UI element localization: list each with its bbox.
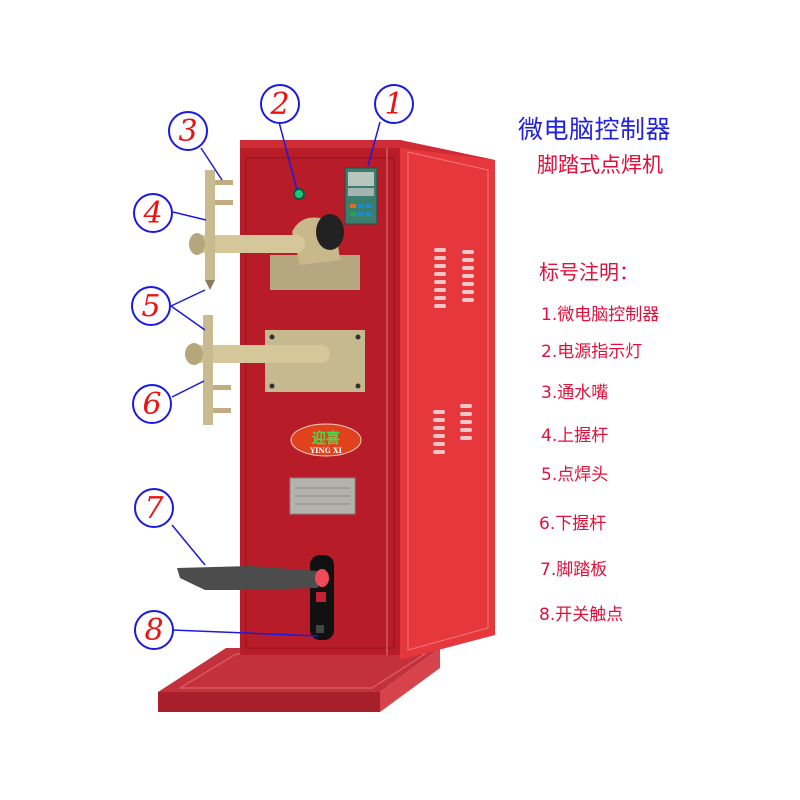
callout-1: 1	[374, 84, 414, 124]
legend-item-1: 1.微电脑控制器	[541, 305, 660, 325]
upper-arm	[195, 235, 305, 253]
lower-arm	[190, 345, 330, 363]
logo-cn-text: 迎喜	[312, 431, 340, 447]
callout-3: 3	[168, 111, 208, 151]
side-vents	[433, 248, 474, 454]
power-indicator-light	[293, 188, 305, 200]
callout-4: 4	[133, 193, 173, 233]
callout-5: 5	[131, 286, 171, 326]
microcomputer-controller	[344, 167, 378, 225]
title-controller: 微电脑控制器	[518, 115, 672, 144]
legend-title: 标号注明：	[539, 260, 639, 284]
callout-7: 7	[134, 488, 174, 528]
legend-item-5: 5.点焊头	[541, 465, 609, 485]
legend-item-2: 2.电源指示灯	[541, 342, 643, 362]
foot-pedal	[177, 566, 318, 590]
callout-leader-lines	[170, 121, 381, 637]
callout-2: 2	[260, 84, 300, 124]
legend-item-3: 3.通水嘴	[541, 383, 609, 403]
logo-en-text: YING XI	[310, 446, 342, 455]
callout-6: 6	[132, 384, 172, 424]
legend-item-6: 6.下握杆	[539, 514, 607, 534]
side-panel	[400, 140, 495, 660]
legend-item-7: 7.脚踏板	[540, 560, 608, 580]
callout-8: 8	[134, 610, 174, 650]
brand-logo	[290, 423, 362, 457]
legend-item-8: 8.开关触点	[539, 605, 624, 625]
legend-item-4: 4.上握杆	[541, 426, 609, 446]
title-foot-spot-welder: 脚踏式点焊机	[537, 153, 663, 177]
